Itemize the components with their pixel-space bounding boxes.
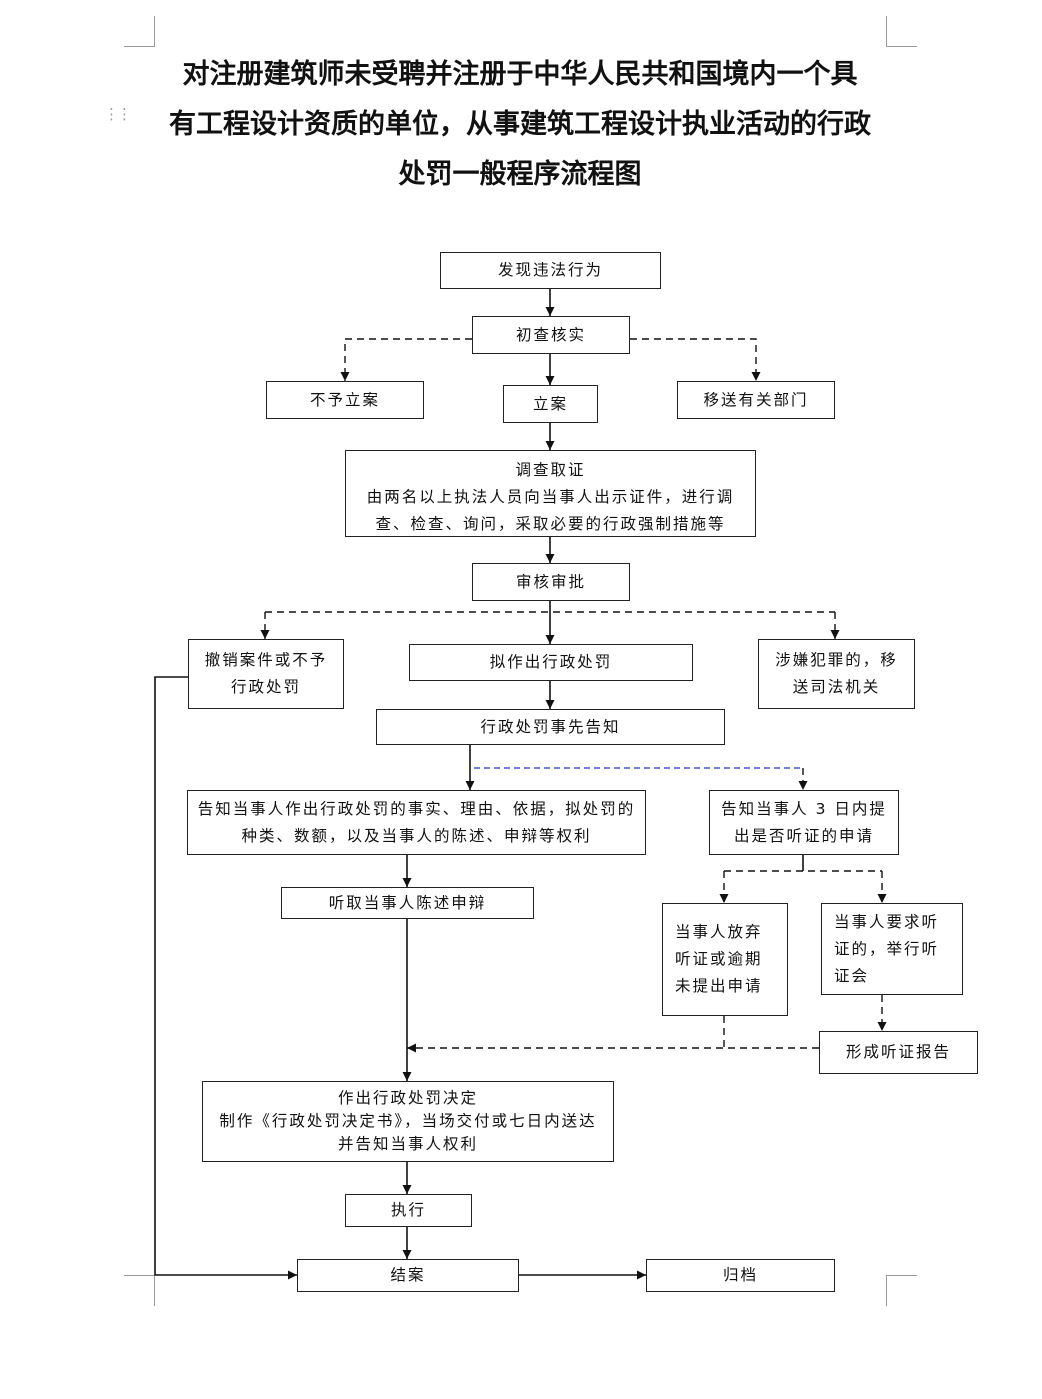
- node-execute: 执行: [345, 1194, 472, 1227]
- node-revoke-line-2: 行政处罚: [230, 678, 301, 696]
- node-crime-line-1: 涉嫌犯罪的，移: [775, 651, 898, 669]
- node-request-hearing: 当事人要求听 证的，举行听 证会: [821, 903, 963, 995]
- node-prior-notice: 行政处罚事先告知: [376, 709, 725, 745]
- page-corner-top-right: [886, 16, 917, 47]
- node-transfer-dept-label: 移送有关部门: [703, 390, 809, 409]
- node-penalty-decision: 作出行政处罚决定 制作《行政处罚决定书》，当场交付或七日内送达 并告知当事人权利: [202, 1081, 614, 1162]
- node-execute-label: 执行: [390, 1201, 426, 1219]
- node-suspected-crime: 涉嫌犯罪的，移 送司法机关: [758, 639, 915, 709]
- node-notify-rights-line-2: 种类、数额，以及当事人的陈述、申辩等权利: [241, 826, 592, 845]
- node-discover-violation: 发现违法行为: [440, 252, 661, 289]
- node-decision-line-2: 制作《行政处罚决定书》，当场交付或七日内送达: [219, 1112, 597, 1130]
- node-request-line-1: 当事人要求听: [834, 912, 940, 931]
- node-decision-line-1: 作出行政处罚决定: [337, 1089, 478, 1107]
- node-waive-line-2: 听证或逾期: [675, 950, 763, 968]
- node-filing-label: 立案: [532, 394, 568, 413]
- node-notify-hearing: 告知当事人 3 日内提 出是否听证的申请: [709, 790, 899, 855]
- node-prior-notice-label: 行政处罚事先告知: [480, 717, 621, 736]
- node-revoke-line-1: 撤销案件或不予: [204, 651, 328, 669]
- node-draft-penalty-label: 拟作出行政处罚: [489, 653, 613, 671]
- node-request-line-3: 证会: [834, 966, 870, 985]
- node-archive-label: 归档: [722, 1266, 758, 1284]
- node-archive: 归档: [646, 1259, 835, 1292]
- page-corner-top-left: [124, 16, 155, 47]
- node-draft-penalty: 拟作出行政处罚: [409, 644, 693, 681]
- arrow-revoke-to-close: [154, 676, 297, 1280]
- node-no-filing: 不予立案: [266, 381, 424, 419]
- node-listen-statement-label: 听取当事人陈述申辩: [328, 893, 487, 912]
- node-initial-check: 初查核实: [472, 316, 630, 354]
- node-review: 审核审批: [472, 563, 630, 601]
- node-waive-line-3: 未提出申请: [675, 977, 763, 995]
- node-investigate: 调查取证 由两名以上执法人员向当事人出示证件，进行调 查、检查、询问，采取必要的…: [345, 450, 756, 537]
- node-review-label: 审核审批: [515, 572, 586, 591]
- node-request-line-2: 证的，举行听: [834, 939, 940, 958]
- node-revoke-case: 撤销案件或不予 行政处罚: [188, 639, 344, 709]
- title-line-3: 处罚一般程序流程图: [398, 159, 642, 190]
- node-discover-label: 发现违法行为: [497, 261, 603, 279]
- node-filing: 立案: [503, 385, 598, 423]
- node-notify-rights: 告知当事人作出行政处罚的事实、理由、依据，拟处罚的 种类、数额，以及当事人的陈述…: [187, 790, 646, 855]
- node-waive-hearing: 当事人放弃 听证或逾期 未提出申请: [662, 903, 788, 1016]
- node-waive-line-1: 当事人放弃: [675, 923, 763, 941]
- arrow-check-to-no-filing: [340, 338, 472, 381]
- node-no-filing-label: 不予立案: [309, 390, 380, 409]
- node-hearing-report-label: 形成听证报告: [845, 1043, 951, 1061]
- arrow-check-to-transfer: [630, 338, 761, 381]
- page-corner-bottom-left: [124, 1275, 155, 1306]
- title-line-2: 有工程设计资质的单位，从事建筑工程设计执业活动的行政: [169, 109, 871, 140]
- drag-handle-icon[interactable]: ⋮⋮: [104, 105, 132, 123]
- node-transfer-dept: 移送有关部门: [677, 381, 835, 419]
- node-crime-line-2: 送司法机关: [792, 678, 881, 696]
- node-investigate-title: 调查取证: [515, 461, 586, 479]
- node-close-case-label: 结案: [390, 1266, 426, 1284]
- page-corner-bottom-right: [886, 1275, 917, 1306]
- title-line-1: 对注册建筑师未受聘并注册于中华人民共和国境内一个具: [182, 59, 858, 90]
- node-listen-statement: 听取当事人陈述申辩: [281, 887, 534, 919]
- node-investigate-line-3: 查、检查、询问，采取必要的行政强制措施等: [375, 515, 726, 533]
- node-initial-check-label: 初查核实: [515, 325, 586, 344]
- node-hearing-report: 形成听证报告: [819, 1031, 978, 1074]
- node-notify-rights-line-1: 告知当事人作出行政处罚的事实、理由、依据，拟处罚的: [197, 799, 636, 818]
- node-investigate-line-2: 由两名以上执法人员向当事人出示证件，进行调: [366, 488, 735, 506]
- node-notify-hearing-line-1: 告知当事人 3 日内提: [721, 799, 887, 818]
- node-decision-line-3: 并告知当事人权利: [337, 1135, 478, 1153]
- node-notify-hearing-line-2: 出是否听证的申请: [733, 826, 874, 845]
- node-close-case: 结案: [297, 1259, 519, 1292]
